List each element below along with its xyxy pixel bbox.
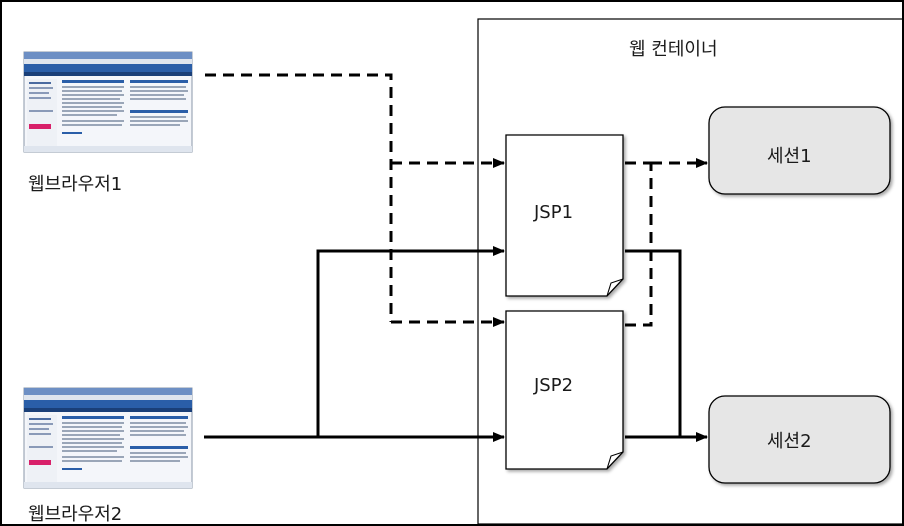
session2-label: 세션2 [767,431,812,452]
jsp2-label: JSP2 [533,375,573,396]
browser-1-thumbnail [24,52,192,152]
session1-label: 세션1 [767,146,812,167]
container-title: 웹 컨테이너 [629,39,718,60]
jsp1-label: JSP1 [533,202,573,223]
browser1-label: 웹브라우저1 [28,174,122,195]
browser-2-thumbnail [24,388,192,488]
browser2-label: 웹브라우저2 [28,504,122,525]
